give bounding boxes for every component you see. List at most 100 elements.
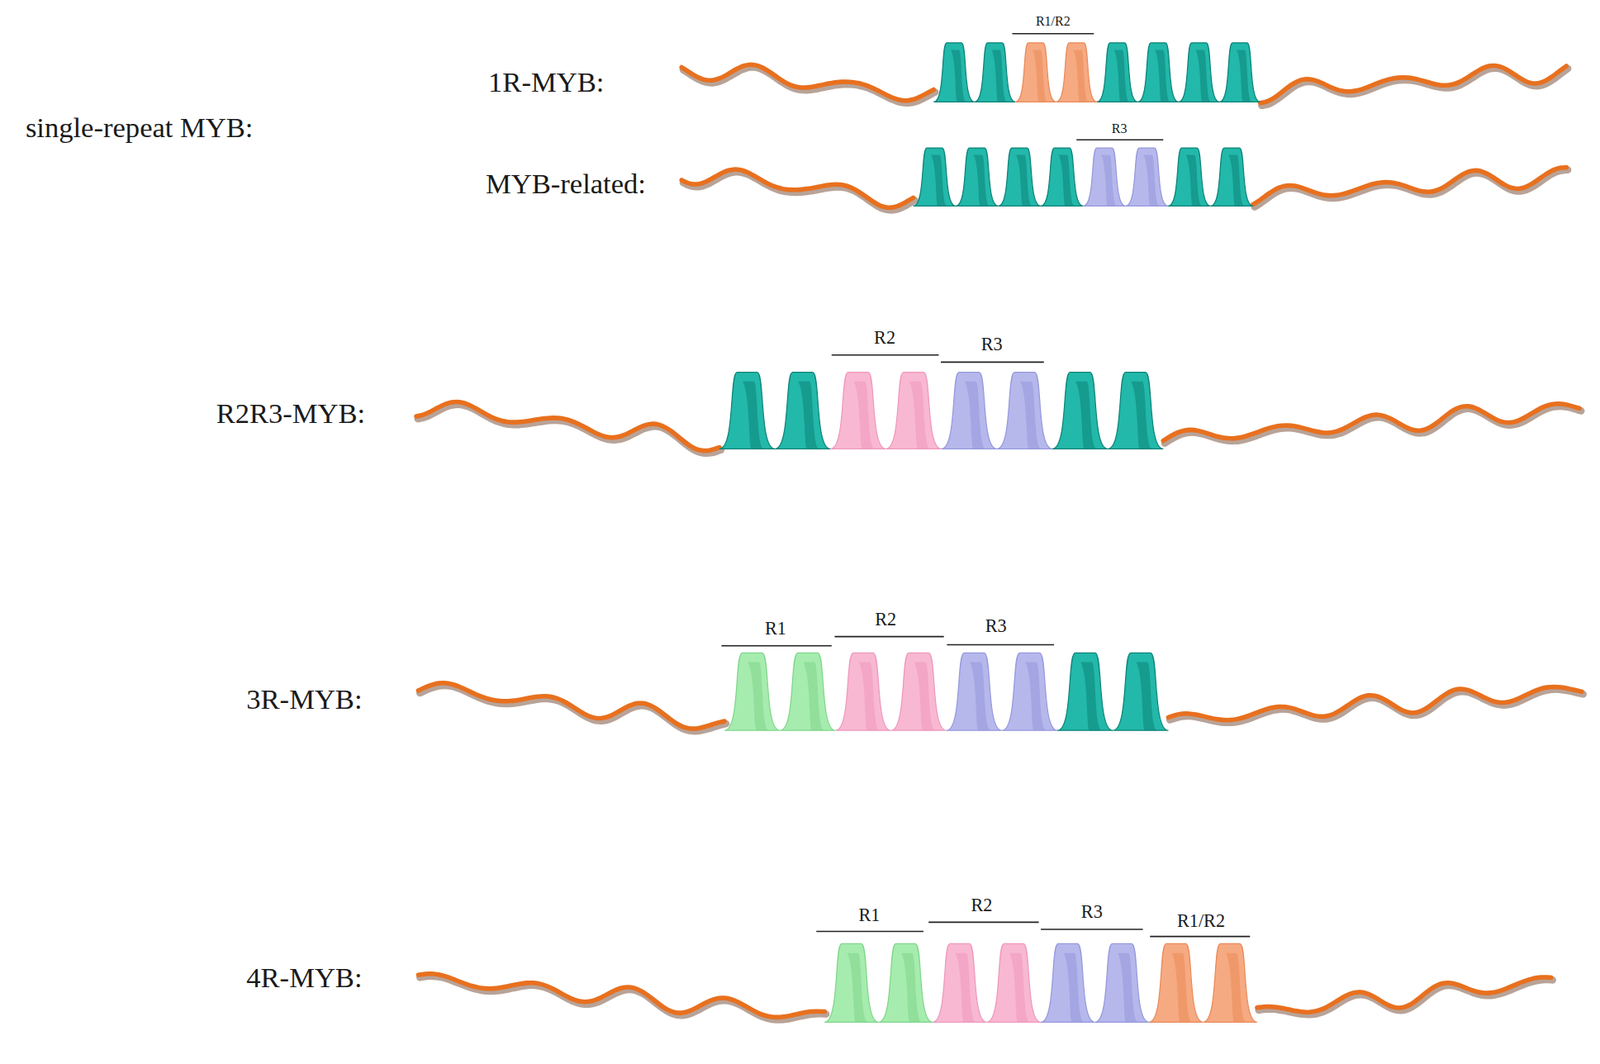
myb-protein <box>681 147 1568 210</box>
helix-shade <box>859 662 881 732</box>
repeat-bar <box>816 930 924 933</box>
helix-ribbon <box>1082 147 1126 206</box>
coil-strand <box>416 402 720 452</box>
helix-shade <box>964 381 987 450</box>
helix-ribbon <box>932 943 987 1022</box>
repeat-bar <box>1076 138 1164 141</box>
helix-shade <box>1114 49 1130 102</box>
repeat-bar <box>835 636 945 638</box>
repeat-label: R3 <box>985 617 1007 636</box>
helix-shade <box>969 662 992 732</box>
repeat-label: R3 <box>981 335 1003 354</box>
class-label: single-repeat MYB: <box>25 113 254 143</box>
helix-shade <box>1236 49 1253 102</box>
helix-shade <box>1143 155 1160 207</box>
helix-ribbon <box>835 652 891 731</box>
helix-ribbon <box>1148 943 1203 1022</box>
helix-shade <box>901 953 922 1023</box>
helix-ribbon <box>824 943 879 1022</box>
repeat-label: R1 <box>859 906 881 925</box>
helix-shade <box>1032 49 1049 102</box>
helix-shade <box>973 155 991 207</box>
helix-shade <box>1186 155 1203 207</box>
class-label: 4R-MYB: <box>246 963 362 993</box>
coil-strand <box>417 683 725 729</box>
helix-ribbon <box>1001 652 1058 731</box>
helix-ribbon <box>1137 42 1178 103</box>
helix-ribbon <box>1112 652 1168 731</box>
class-label: R2R3-MYB: <box>216 398 366 428</box>
helix-ribbon <box>1095 943 1149 1022</box>
repeat-bar <box>946 644 1055 646</box>
class-label: 1R-MYB: <box>488 67 604 97</box>
coil-strand <box>1253 167 1567 205</box>
helix-shade <box>1072 49 1089 102</box>
coil-strand <box>1260 65 1567 103</box>
helix-ribbon <box>974 42 1016 103</box>
helix-shade <box>1117 953 1139 1023</box>
helix-ribbon <box>941 372 998 450</box>
repeat-label: R1/R2 <box>1035 14 1071 29</box>
repeat-label: R1/R2 <box>1177 911 1225 931</box>
helix-shade <box>914 662 936 732</box>
helix-shade <box>1020 381 1042 450</box>
helix-ribbon <box>1107 372 1164 450</box>
helix-ribbon <box>719 372 775 450</box>
repeat-bar <box>721 645 831 647</box>
helix-shade <box>909 381 931 450</box>
helix-shade <box>1063 953 1085 1023</box>
helix-ribbon <box>1178 42 1220 103</box>
helix-ribbon <box>1015 42 1056 103</box>
repeat-label: R1 <box>764 619 787 638</box>
coil-shadow <box>417 404 722 454</box>
helix-shade <box>1075 381 1097 450</box>
myb-protein <box>417 652 1583 732</box>
helix-shade <box>1080 662 1102 732</box>
helix-shade <box>1130 381 1153 450</box>
repeat-bar <box>1011 33 1094 35</box>
helix-shade <box>1101 155 1118 207</box>
helix-shade <box>955 953 977 1023</box>
helix-shade <box>797 381 820 450</box>
helix-ribbon <box>987 943 1041 1022</box>
coil-strand <box>1257 977 1552 1012</box>
repeat-label: R2 <box>970 896 993 915</box>
helix-ribbon <box>997 147 1040 206</box>
helix-shade <box>1228 155 1245 207</box>
helix-shade <box>1009 953 1031 1023</box>
helix-shade <box>1058 155 1075 207</box>
helix-shade <box>1196 49 1212 102</box>
helix-shade <box>1016 155 1033 207</box>
helix-ribbon <box>774 372 831 450</box>
helix-ribbon <box>1167 147 1211 206</box>
helix-shade <box>742 381 765 450</box>
helix-ribbon <box>1040 943 1095 1022</box>
helix-shade <box>747 662 770 732</box>
helix-ribbon <box>1057 652 1113 731</box>
myb-protein <box>417 943 1553 1022</box>
helix-shade <box>950 49 967 102</box>
helix-shade <box>853 381 875 450</box>
repeat-label: R2 <box>873 328 896 347</box>
helix-shade <box>1025 662 1047 732</box>
helix-ribbon <box>1052 372 1108 450</box>
helix-ribbon <box>1202 943 1257 1022</box>
helix-shade <box>1171 953 1192 1023</box>
helix-ribbon <box>1125 147 1168 206</box>
helix-ribbon <box>1096 42 1138 103</box>
helix-ribbon <box>1040 147 1083 206</box>
helix-ribbon <box>913 147 956 206</box>
coil-strand <box>1163 403 1580 442</box>
repeat-bar <box>831 354 940 357</box>
helix-shade <box>1135 662 1158 732</box>
coil-strand <box>681 64 934 100</box>
myb-protein <box>416 372 1582 454</box>
myb-protein <box>681 42 1568 106</box>
helix-ribbon <box>878 943 933 1022</box>
helix-shade <box>1154 49 1171 102</box>
coil-shadow <box>1258 979 1553 1015</box>
coil-shadow <box>1261 68 1568 106</box>
coil-strand <box>1167 686 1582 720</box>
